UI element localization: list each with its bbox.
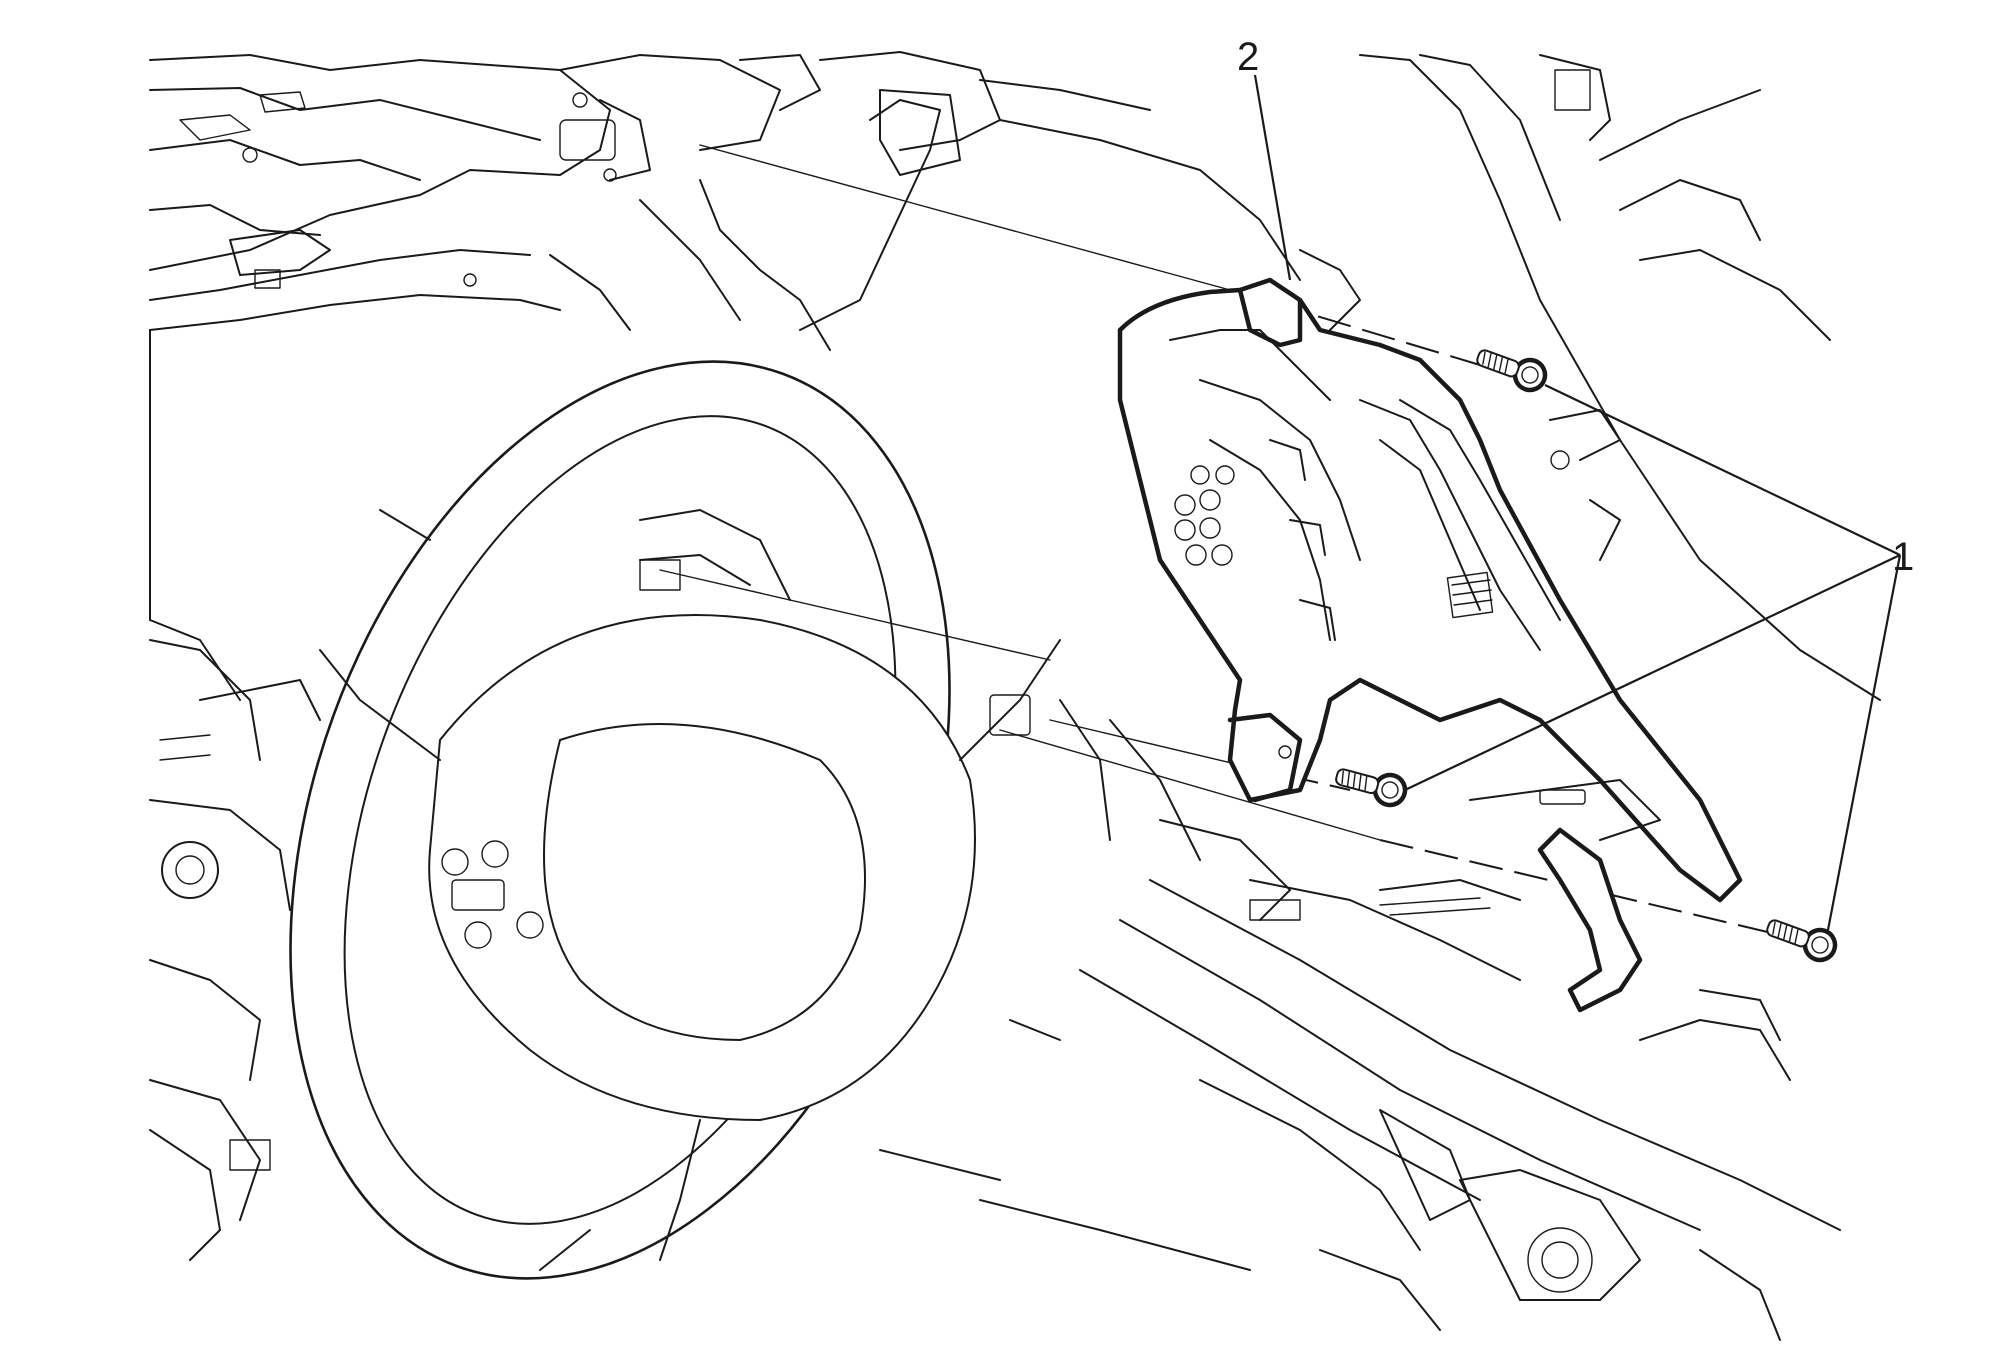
steering-wheel-left-controls — [441, 840, 544, 949]
callout-2: 2 — [1237, 35, 1259, 79]
steering-wheel — [289, 99, 1061, 1280]
callout-leaders — [1253, 74, 1902, 931]
fastener-bolt-middle — [1335, 768, 1408, 808]
fastener-bolt-top — [1476, 349, 1548, 393]
steering-wheel-right-controls — [989, 694, 1031, 736]
steering-column-area — [149, 639, 321, 1261]
module-bracket — [1117, 277, 1743, 903]
lower-bracket-arm — [1469, 779, 1661, 1013]
center-console — [879, 699, 1841, 1341]
callout-1: 1 — [1892, 535, 1914, 579]
fastener-bolt-bottom — [1766, 919, 1838, 963]
instrument-panel-frame — [149, 51, 1001, 701]
windshield-pillar-area — [979, 54, 1881, 701]
connector-circles — [1174, 465, 1235, 566]
